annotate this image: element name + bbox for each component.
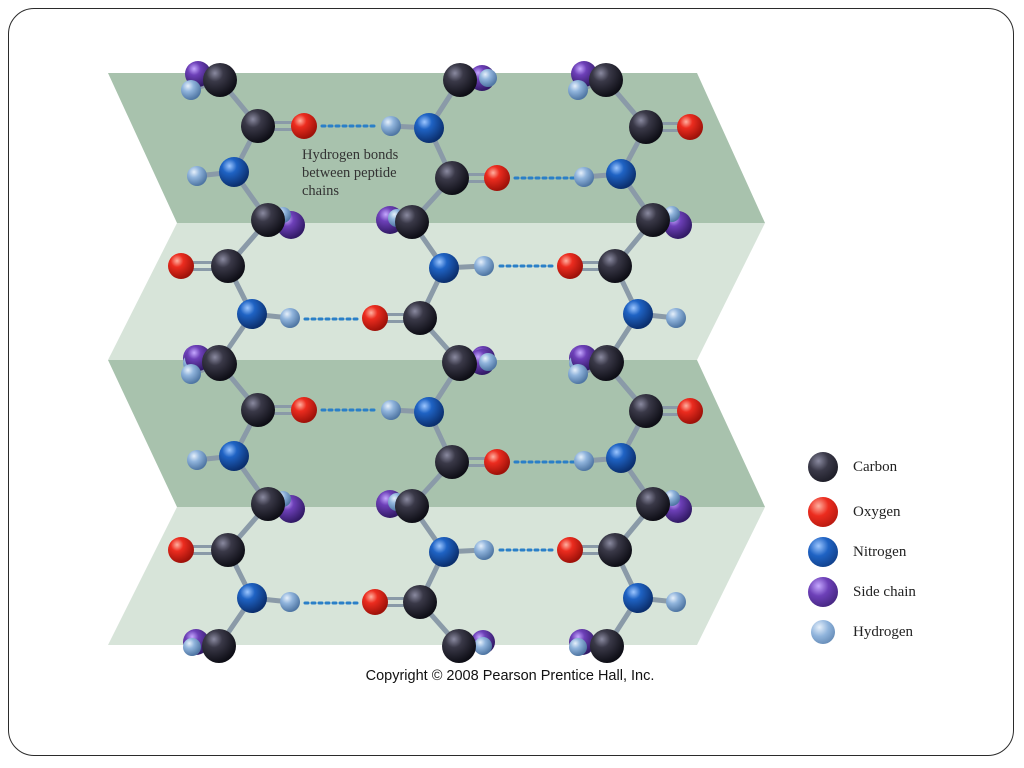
hydrogen-atom [574,167,594,187]
hydrogen-atom [181,80,201,100]
legend-item-oxygen: Oxygen [808,497,943,527]
nitrogen-atom [606,159,636,189]
oxygen-atom [557,253,583,279]
hydrogen-atom [183,638,201,656]
nitrogen-atom-icon [808,537,838,567]
oxygen-atom [484,449,510,475]
nitrogen-atom [429,537,459,567]
oxygen-atom [677,114,703,140]
nitrogen-atom [606,443,636,473]
hydrogen-atom [474,540,494,560]
carbon-atom [435,445,469,479]
hydrogen-atom [666,308,686,328]
carbon-atom [395,489,429,523]
oxygen-atom [362,305,388,331]
hydrogen-atom [479,69,497,87]
carbon-atom [403,301,437,335]
carbon-atom [211,533,245,567]
hydrogen-atom [474,637,492,655]
hydrogen-atom [574,451,594,471]
hydrogen-bonds-label: Hydrogen bonds between peptide chains [302,147,399,199]
oxygen-atom [168,537,194,563]
hydrogen-atom [479,353,497,371]
nitrogen-atom [219,157,249,187]
legend-label-hydrogen: Hydrogen [853,624,913,640]
hydrogen-atom [280,592,300,612]
carbon-atom [251,203,285,237]
legend-label-carbon: Carbon [853,459,898,475]
carbon-atom [395,205,429,239]
nitrogen-atom [414,113,444,143]
nitrogen-atom [414,397,444,427]
hydrogen-atom [568,364,588,384]
carbon-atom [241,109,275,143]
legend-item-side-chain: Side chain [808,577,943,607]
carbon-atom [203,347,237,381]
carbon-atom [590,629,624,663]
hydrogen-atom-icon [811,620,835,644]
carbon-atom [403,585,437,619]
carbon-atom [202,629,236,663]
carbon-atom [589,347,623,381]
hydrogen-atom [381,400,401,420]
nitrogen-atom [219,441,249,471]
hydrogen-atom [666,592,686,612]
carbon-atom [443,347,477,381]
oxygen-atom-icon [808,497,838,527]
carbon-atom [636,487,670,521]
legend-label-nitrogen: Nitrogen [853,544,907,560]
carbon-atom [435,161,469,195]
oxygen-atom [291,113,317,139]
copyright-text: Copyright © 2008 Pearson Prentice Hall, … [365,668,655,684]
carbon-atom [251,487,285,521]
nitrogen-atom [429,253,459,283]
oxygen-atom [484,165,510,191]
carbon-atom [203,63,237,97]
legend-label-side-chain: Side chain [853,584,916,600]
nitrogen-atom [237,583,267,613]
hydrogen-atom [187,450,207,470]
carbon-atom [598,533,632,567]
atoms [168,61,703,663]
legend-item-nitrogen: Nitrogen [808,537,943,567]
nitrogen-atom [623,583,653,613]
carbon-atom [443,63,477,97]
legend-label-oxygen: Oxygen [853,504,901,520]
oxygen-atom [362,589,388,615]
hydrogen-atom [568,80,588,100]
carbon-atom [442,629,476,663]
hydrogen-atom [181,364,201,384]
carbon-atom [589,63,623,97]
carbon-atom [211,249,245,283]
carbon-atom [241,393,275,427]
oxygen-atom [557,537,583,563]
side-chain-atom-icon [808,577,838,607]
hydrogen-atom [474,256,494,276]
legend-item-hydrogen: Hydrogen [808,620,943,644]
carbon-atom [598,249,632,283]
nitrogen-atom [237,299,267,329]
oxygen-atom [677,398,703,424]
oxygen-atom [168,253,194,279]
hydrogen-atom [381,116,401,136]
nitrogen-atom [623,299,653,329]
copyright-notice: Copyright © 2008 Pearson Prentice Hall, … [0,668,1024,684]
oxygen-atom [291,397,317,423]
hydrogen-atom [569,638,587,656]
carbon-atom-icon [808,452,838,482]
hydrogen-atom [187,166,207,186]
carbon-atom [629,394,663,428]
hydrogen-atom [280,308,300,328]
hydrogen-bonds [303,124,577,605]
carbon-atom [636,203,670,237]
carbon-atom [629,110,663,144]
legend-item-carbon: Carbon [808,452,943,482]
